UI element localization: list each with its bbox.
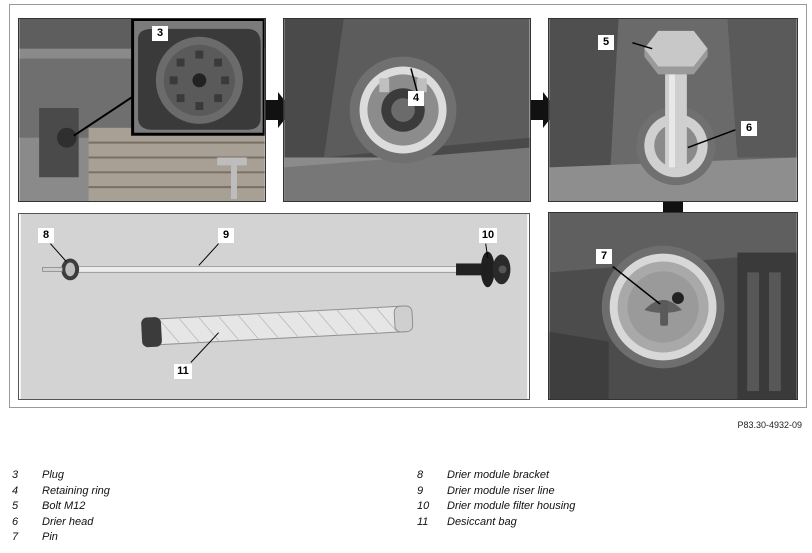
legend-label: Retaining ring	[42, 484, 110, 497]
legend-right: 8 Drier module bracket 9 Drier module rise…	[417, 469, 575, 531]
callout-7: 7	[596, 249, 612, 264]
legend-number: 6	[12, 515, 19, 528]
photo-bolt-drier-head-image	[549, 19, 797, 201]
legend-row: 11 Desiccant bag	[417, 516, 575, 532]
photo-retaining-ring	[283, 18, 531, 202]
legend-number: 8	[417, 469, 424, 481]
legend-row: 9 Drier module riser line	[417, 485, 575, 501]
photo-bolt-drier-head	[548, 18, 798, 202]
callout-6: 6	[741, 121, 757, 136]
legend-row: 7 Pin	[12, 531, 110, 547]
legend-label: Drier module riser line	[447, 484, 555, 497]
legend-row: 3 Plug	[12, 469, 110, 485]
callout-3: 3	[152, 26, 168, 41]
legend-label: Desiccant bag	[447, 515, 517, 528]
callout-11: 11	[174, 364, 192, 379]
legend-row: 6 Drier head	[12, 516, 110, 532]
figure-reference: P83.30-4932-09	[737, 420, 802, 430]
photo-plug-location	[18, 18, 266, 202]
callout-4: 4	[408, 91, 424, 106]
legend-label: Drier module filter housing	[447, 500, 576, 512]
legend-row: 4 Retaining ring	[12, 485, 110, 501]
callout-5: 5	[598, 35, 614, 50]
arrow-right-icon	[531, 92, 557, 128]
legend-row: 5 Bolt M12	[12, 500, 110, 516]
photo-plug-location-image	[19, 19, 265, 201]
legend-label: Drier module bracket	[447, 469, 550, 481]
photo-drier-components-image	[20, 214, 528, 399]
legend-number: 9	[417, 484, 424, 497]
legend-label: Drier head	[42, 515, 94, 528]
photo-retaining-ring-image	[284, 19, 530, 201]
callout-10: 10	[479, 228, 497, 243]
legend-number: 10	[417, 500, 430, 512]
legend-number: 5	[12, 500, 19, 512]
legend-label: Pin	[42, 531, 58, 543]
legend-number: 3	[12, 469, 19, 481]
arrow-right-icon	[266, 92, 292, 128]
legend-row: 10 Drier module filter housing	[417, 500, 575, 516]
photo-pin	[548, 212, 798, 400]
legend-row: 8 Drier module bracket	[417, 469, 575, 485]
legend-left: 3 Plug 4 Retaining ring 5 Bolt M12 6 Drier h…	[12, 469, 110, 547]
legend-label: Bolt M12	[42, 500, 86, 512]
callout-9: 9	[218, 228, 234, 243]
photo-drier-components	[18, 213, 530, 400]
legend-number: 11	[417, 515, 429, 528]
legend-label: Plug	[42, 469, 65, 481]
callout-8: 8	[38, 228, 54, 243]
legend-number: 4	[12, 484, 19, 497]
photo-pin-image	[549, 213, 797, 399]
legend-number: 7	[12, 531, 19, 543]
